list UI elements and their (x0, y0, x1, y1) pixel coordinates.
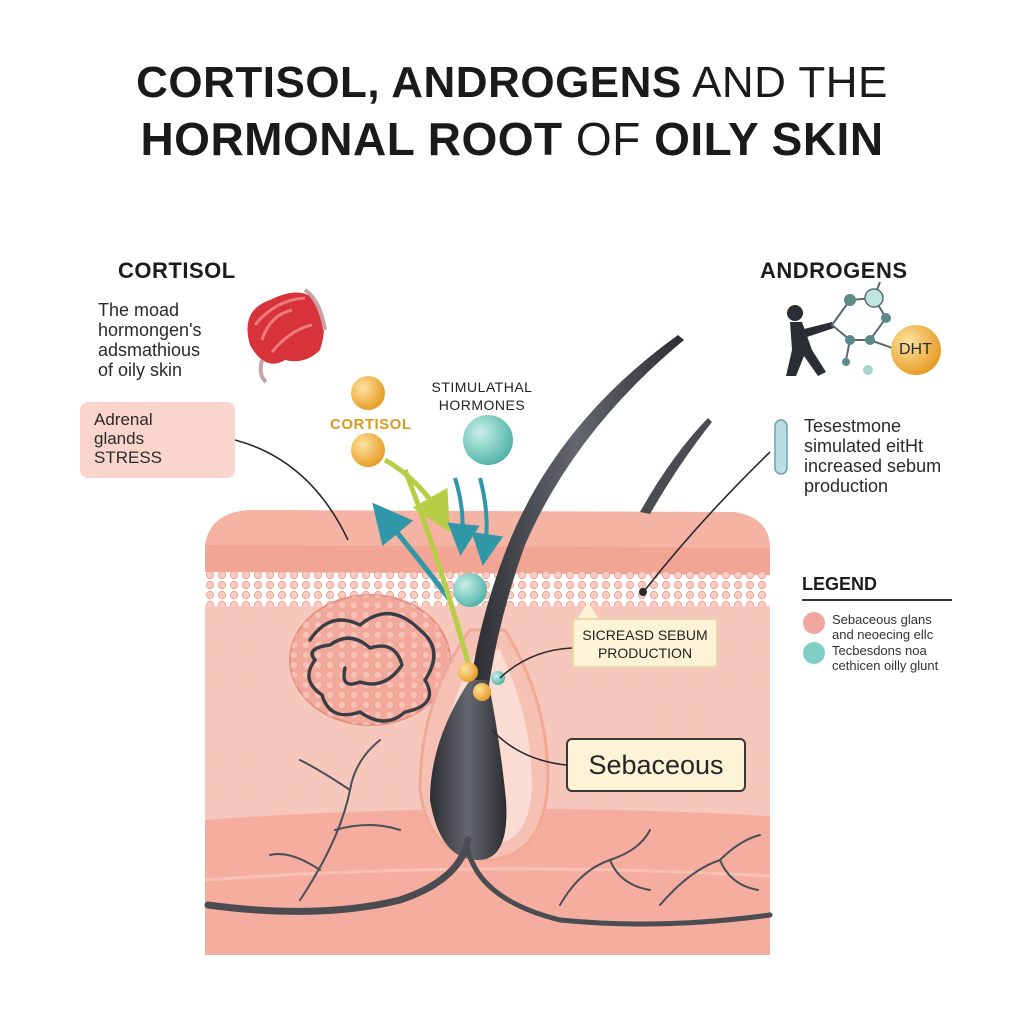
gold-particle-1 (458, 662, 478, 682)
leader-dot (639, 588, 647, 596)
legend-line: Sebaceous glans (832, 612, 932, 627)
legend-title: LEGEND (802, 574, 878, 594)
testosterone-desc-line: production (804, 476, 889, 496)
title-light-part: OF (562, 113, 655, 165)
adrenal-line: Adrenal (94, 410, 153, 429)
stimulating-hormones-label: STIMULATHAL HORMONES (426, 378, 538, 414)
leader-adrenal (234, 439, 349, 541)
sebaceous-callout: Sebaceous (566, 738, 746, 792)
sebum-line: PRODUCTION (597, 645, 693, 661)
nerve-branches (269, 739, 761, 906)
adrenal-stress-box (80, 402, 235, 478)
hair-shaft (470, 335, 684, 692)
arrow-down-teal-b (471, 477, 504, 566)
testosterone-desc-line: Tesestmone (804, 416, 902, 436)
adrenal-stress-label: Adrenal glands STRESS (94, 410, 162, 467)
hair-bulb (430, 680, 507, 860)
stimulating-line: HORMONES (438, 397, 526, 413)
hair-shaft-secondary (640, 418, 712, 514)
cortisol-orb-bottom (351, 433, 385, 467)
arrow-up-left-teal (372, 502, 452, 602)
cortisol-orb-label: CORTISOL (330, 416, 412, 433)
testosterone-desc-line: simulated eitHt (804, 436, 924, 456)
cortisol-desc-line: adsmathious (98, 340, 201, 360)
molecule-atoms (842, 288, 891, 375)
legend-line: Tecbesdons noa (832, 643, 927, 658)
legend-dot-teal (803, 642, 825, 664)
sebum-production-callout: SICREASD SEBUM PRODUCTION (572, 618, 718, 668)
sebum-line: SICREASD SEBUM (582, 627, 708, 643)
leader-sebaceous (491, 729, 567, 766)
skin-layer-line (204, 867, 771, 882)
testosterone-description: Tesestmone simulated eitHt increased seb… (804, 416, 941, 496)
cortisol-heading: CORTISOL (118, 258, 236, 283)
legend-item-teal: Tecbesdons noa cethicen oilly glunt (832, 643, 938, 673)
skin-dotted-layer (205, 568, 770, 610)
gland-ducts (307, 611, 436, 723)
cortisol-description: The moad hormongen's adsmathious of oily… (98, 300, 202, 380)
arrow-down-teal-a (447, 477, 480, 556)
hormone-orb-in-skin (453, 573, 487, 607)
legend-divider (802, 599, 952, 601)
arrow-down-long-green (402, 469, 473, 671)
cortisol-desc-line: of oily skin (98, 360, 183, 380)
cortisol-orb-top (351, 376, 385, 410)
adrenal-line: STRESS (94, 448, 163, 467)
title-light-part: AND THE (681, 58, 888, 107)
legend-dot-pink (803, 612, 825, 634)
gold-particle-2 (473, 683, 491, 701)
legend-line: and neoecing ellc (832, 627, 934, 642)
hormone-orb-large (463, 415, 513, 465)
title-bold-part: CORTISOL, ANDROGENS (136, 58, 682, 107)
dht-orb (891, 325, 941, 375)
title-bold-part: HORMONAL ROOT (140, 113, 563, 165)
testosterone-desc-line: increased sebum (804, 456, 942, 476)
hair-root-strand (465, 847, 773, 927)
hair-root (204, 836, 472, 915)
stimulating-line: STIMULATHAL (431, 379, 533, 395)
teal-particle (491, 671, 505, 685)
title-line-1: CORTISOL, ANDROGENS AND THE (0, 58, 1024, 108)
cortisol-desc-line: The moad (98, 300, 180, 320)
person-pushing-icon (786, 305, 834, 376)
title-bold-part: OILY SKIN (654, 113, 884, 165)
arrow-down-green (383, 457, 450, 533)
sebum-box-pointer (578, 602, 598, 618)
title-line-2: HORMONAL ROOT OF OILY SKIN (0, 112, 1024, 166)
leader-sebum (499, 647, 573, 679)
capsule-icon (774, 419, 788, 475)
dht-label: DHT (899, 341, 932, 358)
cortisol-desc-line: hormongen's (98, 320, 202, 340)
gland-texture (290, 595, 450, 725)
legend-line: cethicen oilly glunt (832, 658, 939, 673)
legend-item-pink: Sebaceous glans and neoecing ellc (832, 612, 933, 642)
androgens-heading: ANDROGENS (760, 258, 908, 283)
adrenal-gland-icon (247, 288, 327, 384)
leader-testosterone (644, 451, 771, 591)
adrenal-line: glands (94, 429, 145, 448)
